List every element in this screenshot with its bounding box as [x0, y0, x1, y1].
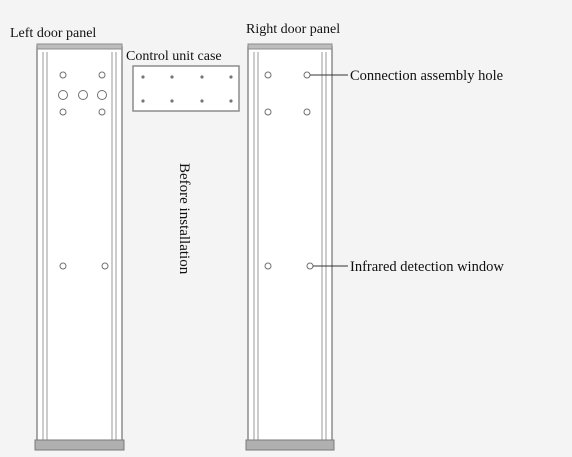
hole	[98, 108, 106, 116]
hole	[59, 108, 67, 116]
left-panel-base	[34, 439, 125, 451]
right-door-panel	[245, 43, 335, 451]
infrared-window	[264, 262, 272, 270]
hole	[98, 71, 106, 79]
control-unit-case	[132, 65, 240, 112]
hole	[264, 108, 272, 116]
hole	[264, 71, 272, 79]
hole	[58, 90, 68, 100]
left-panel-top-cap	[36, 43, 123, 50]
infrared-window	[59, 262, 67, 270]
screw-hole	[170, 99, 174, 103]
infrared-window-label: Infrared detection window	[350, 259, 504, 275]
left-door-panel	[34, 43, 125, 451]
hole	[78, 90, 88, 100]
screw-hole	[141, 75, 145, 79]
screw-hole	[141, 99, 145, 103]
connection-hole-label: Connection assembly hole	[350, 68, 503, 84]
screw-hole	[200, 75, 204, 79]
left-panel-label: Left door panel	[10, 26, 96, 41]
infrared-window	[101, 262, 109, 270]
right-panel-top-cap	[247, 43, 333, 50]
screw-hole	[200, 99, 204, 103]
control-case-label: Control unit case	[126, 49, 222, 64]
hole	[97, 90, 107, 100]
screw-hole	[229, 75, 233, 79]
screw-hole	[170, 75, 174, 79]
hole	[303, 108, 311, 116]
right-panel-label: Right door panel	[246, 22, 340, 37]
screw-hole	[229, 99, 233, 103]
before-installation-label: Before installation	[176, 163, 192, 275]
hole	[59, 71, 67, 79]
right-panel-base	[245, 439, 335, 451]
